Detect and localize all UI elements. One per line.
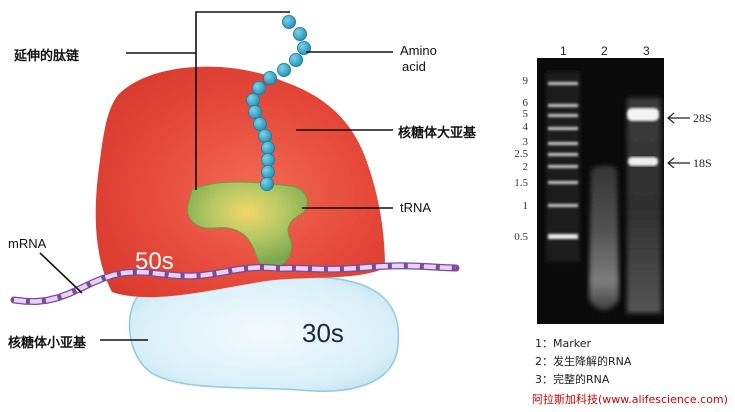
- small-subunit-label: 核糖体小亚基: [8, 336, 87, 351]
- marker-size-3: 3: [522, 136, 529, 148]
- band-18s: [628, 157, 658, 166]
- peptide-chain-label: 延伸的肽链: [14, 49, 80, 64]
- amino-acid-bead: [259, 176, 274, 191]
- marker-size-6: 6: [522, 97, 529, 109]
- marker-bands: [548, 82, 578, 239]
- amino-acid-bead: [260, 152, 275, 167]
- lane-number-3: 3: [643, 44, 650, 58]
- marker-band: [548, 142, 578, 145]
- marker-size-2-5: 2.5: [514, 148, 528, 160]
- marker-size-2: 2: [522, 161, 529, 173]
- amino-acid-bead: [260, 140, 275, 155]
- legend-item-1: 1：Marker: [535, 337, 592, 350]
- marker-band: [548, 165, 578, 168]
- band-28s-label: 28S: [693, 111, 712, 125]
- amino-acid-bead: [252, 117, 267, 132]
- amino-acid-bead: [260, 164, 275, 179]
- mrna-label: mRNA: [8, 236, 47, 251]
- lane-number-2: 2: [601, 44, 608, 58]
- large-subunit-50s-label: 50s: [135, 248, 174, 275]
- gel-image: [537, 58, 664, 324]
- amino-acid-bead: [251, 81, 266, 96]
- amino-acid-bead: [276, 63, 291, 78]
- legend-item-3: 3：完整的RNA: [535, 373, 610, 386]
- marker-band: [548, 181, 578, 184]
- marker-size-0-5: 0.5: [514, 231, 528, 243]
- band-18s-label: 18S: [693, 156, 712, 170]
- trna-shape: [186, 181, 308, 269]
- marker-band: [548, 127, 578, 130]
- marker-band: [548, 153, 578, 156]
- small-subunit-30s-label: 30s: [302, 318, 344, 348]
- watermark-text: 阿拉斯加科技(www.alifescience.com): [532, 393, 728, 406]
- lane-2-degraded-smear: [589, 165, 619, 310]
- amino-acid-bead: [288, 53, 303, 68]
- legend-item-2: 2：发生降解的RNA: [535, 355, 632, 368]
- marker-band: [548, 114, 578, 117]
- lane-3-smear: [627, 98, 661, 313]
- marker-size-9: 9: [522, 75, 529, 87]
- marker-band: [548, 204, 578, 207]
- arrow-18s-icon: [667, 157, 690, 168]
- lane-number-1: 1: [560, 44, 567, 58]
- band-arrows: [667, 112, 690, 168]
- amino-acid-bead: [245, 93, 260, 108]
- mrna-strand: [10, 262, 460, 306]
- trna-label: tRNA: [400, 200, 432, 215]
- large-subunit-label: 核糖体大亚基: [398, 126, 477, 141]
- ribosome-diagram: [10, 11, 460, 392]
- mrna-codons: [13, 263, 457, 304]
- marker-size-1: 1: [522, 200, 529, 212]
- band-28s: [627, 108, 659, 121]
- amino-acid-bead: [257, 128, 272, 143]
- marker-band: [548, 82, 578, 85]
- marker-size-1-5: 1.5: [514, 177, 528, 189]
- amino-acid-bead: [292, 26, 307, 41]
- polypeptide-chain: [245, 14, 311, 191]
- marker-size-4: 4: [522, 121, 529, 133]
- amino-acid-bead: [247, 105, 262, 120]
- amino-acid-bead: [281, 14, 296, 29]
- amino-acid-label-line1: Amino: [400, 43, 437, 58]
- marker-band: [548, 234, 578, 239]
- amino-acid-bead: [262, 71, 277, 86]
- arrow-28s-icon: [667, 112, 690, 124]
- marker-size-5: 5: [522, 108, 529, 120]
- marker-band: [548, 104, 578, 107]
- leader-lines: [39, 11, 393, 341]
- amino-acid-label-line2: acid: [402, 59, 426, 74]
